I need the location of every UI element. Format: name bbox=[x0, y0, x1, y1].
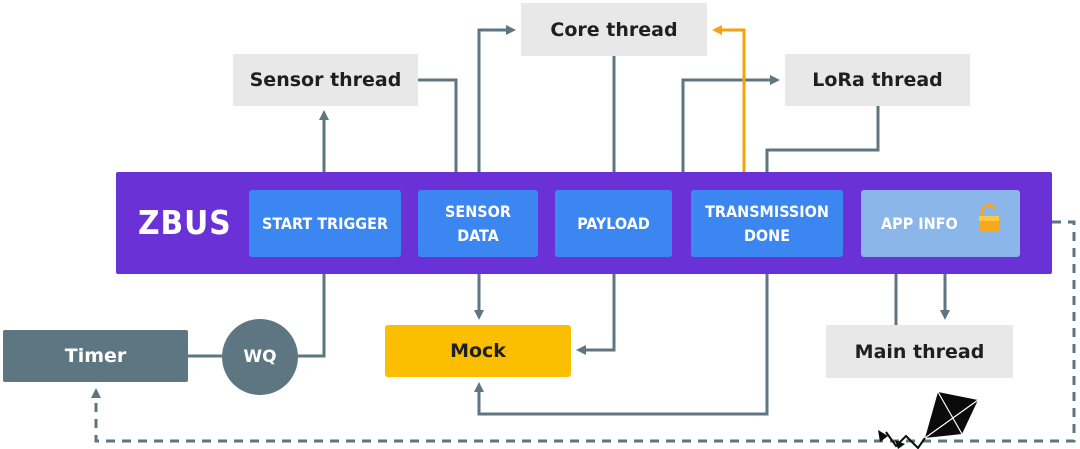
core-thread-box[interactable]: Core thread bbox=[521, 3, 707, 56]
sensor-thread-box[interactable]: Sensor thread bbox=[233, 54, 418, 106]
wq-node[interactable]: WQ bbox=[222, 319, 298, 395]
channel-app-info-label: APP INFO bbox=[881, 213, 958, 233]
main-thread-box[interactable]: Main thread bbox=[826, 325, 1013, 378]
channel-transmission-done[interactable]: TRANSMISSION DONE bbox=[691, 190, 843, 257]
kite-icon bbox=[878, 391, 979, 449]
arrow-transmission-to-mock bbox=[474, 257, 769, 416]
lock-icon bbox=[979, 203, 999, 232]
channel-app-info[interactable]: APP INFO bbox=[861, 190, 1020, 257]
dashed-feedback-line bbox=[91, 220, 1076, 443]
channel-start-trigger[interactable]: START TRIGGER bbox=[249, 190, 401, 257]
arrow-sensor-thread-to-sensor-data bbox=[418, 78, 461, 186]
arrow-lora-to-transmission bbox=[762, 106, 880, 186]
arrow-sensor-data-to-core bbox=[477, 25, 516, 190]
arrow-wq-to-start bbox=[298, 264, 329, 358]
arrow-payload-to-mock bbox=[576, 257, 616, 355]
lora-thread-box[interactable]: LoRa thread bbox=[785, 54, 970, 106]
arrow-transmission-to-core bbox=[712, 25, 746, 190]
channel-sensor-data[interactable]: SENSOR DATA bbox=[418, 190, 538, 257]
mock-box[interactable]: Mock bbox=[385, 325, 571, 377]
bus-title: ZBUS bbox=[138, 202, 232, 242]
timer-box[interactable]: Timer bbox=[3, 330, 188, 382]
channel-payload[interactable]: PAYLOAD bbox=[555, 190, 672, 257]
